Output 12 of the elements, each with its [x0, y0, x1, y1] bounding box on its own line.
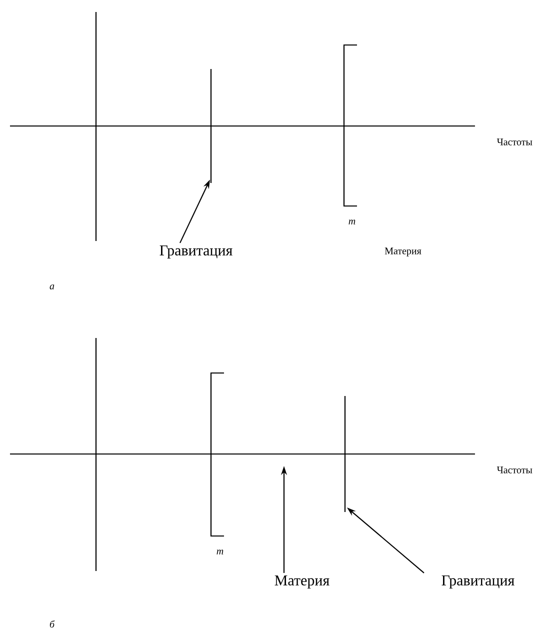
- panel-letter: б: [50, 620, 55, 628]
- label-text: Гравитация: [442, 576, 514, 589]
- spectral-line: [210, 68, 212, 184]
- symbol-label: m: [216, 550, 224, 554]
- spectral-line: [344, 395, 346, 513]
- label-text: Гравитация: [160, 246, 232, 259]
- symbol-label: m: [348, 220, 356, 224]
- label-text: Частоты: [496, 466, 532, 474]
- label-text: Материя: [384, 248, 422, 256]
- panel-letter: а: [50, 284, 54, 290]
- label-text: Частоты: [496, 138, 532, 146]
- label-text: Материя: [274, 576, 330, 589]
